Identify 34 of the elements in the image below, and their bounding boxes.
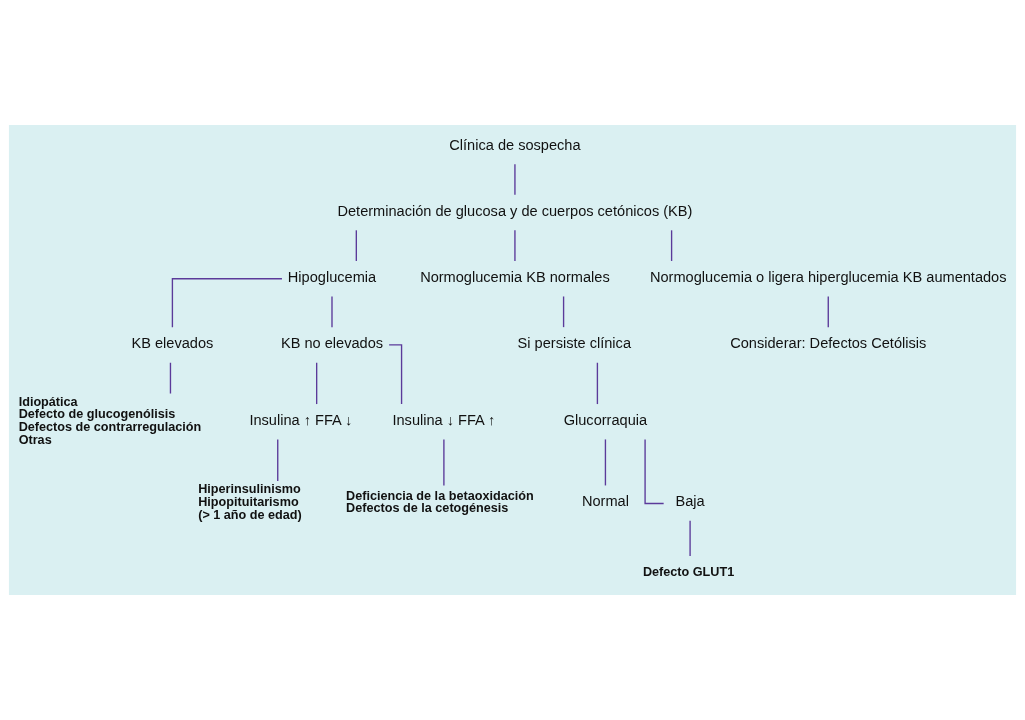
- node-text: KB elevados: [131, 335, 214, 352]
- node-text: Glucorraquia: [563, 412, 648, 429]
- node-text: Insulina ↓ FFA ↑: [392, 412, 496, 429]
- connector: [689, 520, 691, 557]
- node-text: KB no elevados: [280, 335, 384, 352]
- node-text: Baja: [675, 493, 705, 510]
- node-text: Hiperinsulinismo Hipopituitarismo (> 1 año de edad): [198, 482, 302, 522]
- connector: [277, 438, 279, 482]
- node-text: Idiopática Defecto de glucogenólisis Defectos de contrarregulación Otras: [18, 394, 202, 447]
- node-text: Determinación de glucosa y de cuerpos cetónicos (KB): [337, 202, 693, 219]
- connector: [827, 295, 829, 328]
- connector: [443, 438, 445, 487]
- node-text: Defecto GLUT1: [642, 564, 735, 579]
- connector: [604, 438, 607, 487]
- connector: [316, 362, 318, 405]
- connector: [355, 229, 357, 262]
- connector: [331, 295, 333, 328]
- connector: [644, 438, 665, 505]
- connector: [514, 229, 516, 262]
- node-text: Normoglucemia o ligera hiperglucemia KB aumentados: [649, 269, 1007, 286]
- connector: [169, 362, 172, 395]
- connector: [670, 229, 673, 262]
- node-text: Clínica de sospecha: [449, 136, 581, 153]
- node-text: Normal: [581, 493, 629, 510]
- node-text: Si persiste clínica: [517, 335, 632, 352]
- node-text: Insulina ↑ FFA ↓: [249, 412, 353, 429]
- node-text: Hipoglucemia: [287, 269, 377, 286]
- connector: [596, 362, 599, 405]
- connector: [562, 295, 565, 328]
- node-text: Considerar: Defectos Cetólisis: [730, 335, 927, 352]
- connector: [514, 163, 516, 196]
- node-text: Normoglucemia KB normales: [420, 269, 610, 286]
- connector: [171, 278, 283, 328]
- node-text: Deficiencia de la betaoxidación Defectos de la cetogénesis: [346, 488, 534, 516]
